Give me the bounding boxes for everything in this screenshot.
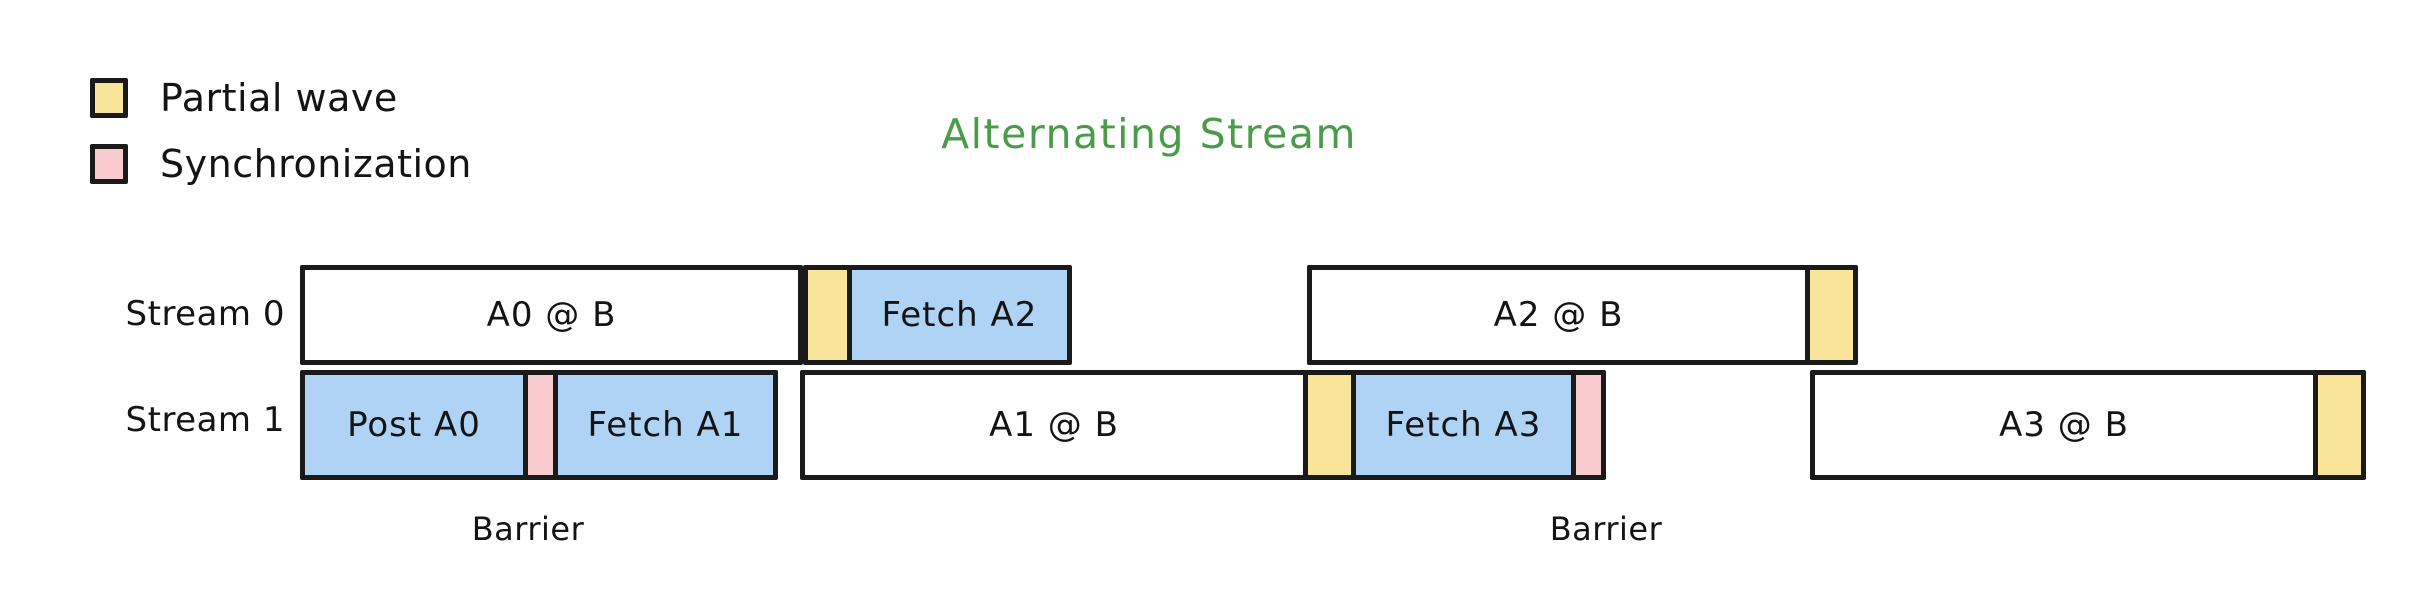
timeline-block-label: A3 @ B <box>1999 405 2129 445</box>
timeline-block-partial-wave[interactable] <box>2313 370 2366 480</box>
chart-title: Alternating Stream <box>941 110 1357 158</box>
timeline-block-label: Fetch A2 <box>881 295 1038 335</box>
legend-item-label: Partial wave <box>160 76 398 120</box>
timeline-block-fetch-a1[interactable]: Fetch A1 <box>553 370 778 480</box>
legend-item-label: Synchronization <box>160 142 472 186</box>
timeline-block-synchronization[interactable] <box>1571 370 1606 480</box>
timeline-block-a3-b[interactable]: A3 @ B <box>1810 370 2318 480</box>
row-label-stream-1: Stream 1 <box>125 400 285 440</box>
legend-item-partial-wave: Partial wave <box>90 70 472 126</box>
timeline-block-post-a0[interactable]: Post A0 <box>300 370 528 480</box>
timeline-block-label: A0 @ B <box>486 295 617 335</box>
timeline-block-a2-b[interactable]: A2 @ B <box>1307 265 1810 365</box>
timeline-block-fetch-a3[interactable]: Fetch A3 <box>1351 370 1576 480</box>
barrier-label: Barrier <box>1549 510 1663 548</box>
timeline-block-a0-b[interactable]: A0 @ B <box>300 265 803 365</box>
timeline-block-label: A1 @ B <box>989 405 1119 445</box>
legend-item-synchronization: Synchronization <box>90 136 472 192</box>
timeline-block-fetch-a2[interactable]: Fetch A2 <box>847 265 1072 365</box>
timeline-block-label: Fetch A1 <box>587 405 744 445</box>
timeline-block-a1-b[interactable]: A1 @ B <box>800 370 1308 480</box>
timeline-block-partial-wave[interactable] <box>1303 370 1356 480</box>
square-swatch-icon <box>90 144 128 184</box>
legend: Partial wave Synchronization <box>90 70 472 202</box>
timeline-block-label: Post A0 <box>347 405 481 445</box>
timeline-block-partial-wave[interactable] <box>803 265 852 365</box>
timeline-block-label: A2 @ B <box>1493 295 1624 335</box>
timeline-block-label: Fetch A3 <box>1385 405 1542 445</box>
barrier-label: Barrier <box>471 510 585 548</box>
row-label-stream-0: Stream 0 <box>125 294 285 334</box>
timeline-block-partial-wave[interactable] <box>1805 265 1858 365</box>
square-swatch-icon <box>90 78 128 118</box>
